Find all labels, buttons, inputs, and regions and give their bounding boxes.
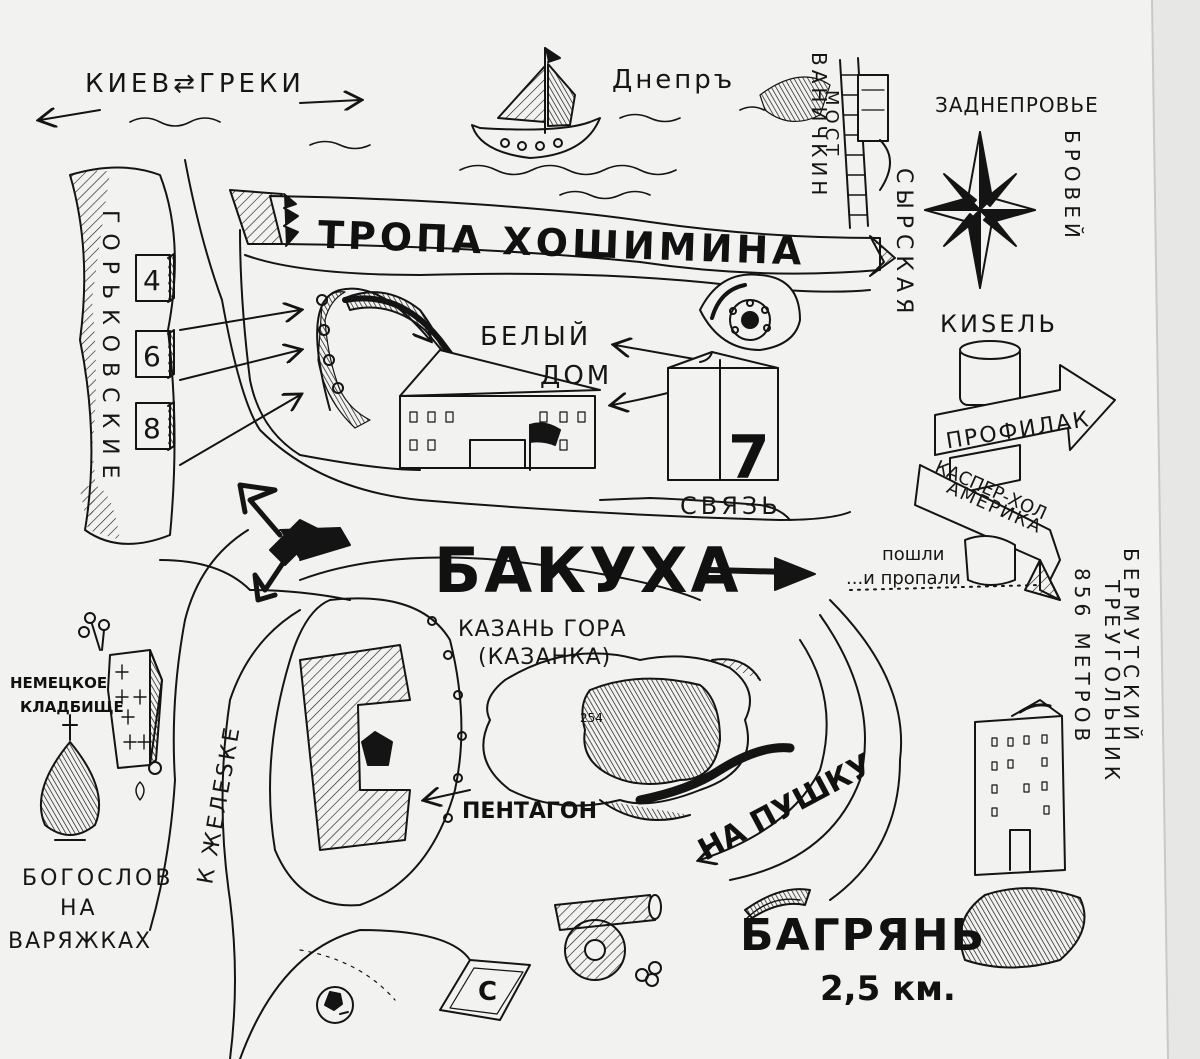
gorkovskie-label: ГОРЬКОВСКИЕ	[97, 210, 122, 488]
treugolnik-label: ТРЕУГОЛЬНИК	[1100, 579, 1124, 785]
bermutskii-label: БЕРМУТСКИЙ	[1119, 548, 1143, 746]
pentagon-stadium	[269, 556, 701, 907]
flag-icon	[529, 422, 561, 471]
vanichkin-label: ВАНИЧКИН	[807, 52, 831, 199]
svyaz-number: 7	[728, 423, 770, 493]
bagryan-label: БАГРЯНЬ	[740, 910, 986, 961]
route-arrows	[40, 100, 360, 120]
roads	[149, 159, 871, 1059]
belyi-label: БЕЛЫЙ	[480, 320, 591, 352]
kiev-greki-label: КИЕВ⇄ГРЕКИ	[85, 69, 305, 99]
brovei-label: БРОВЕЙ	[1060, 130, 1084, 243]
kisel-label: КИSЕЛЬ	[940, 310, 1058, 338]
kladbishche-label: КЛАДБИЩЕ	[20, 698, 124, 716]
compass-rose-icon	[924, 131, 1036, 289]
s-sign-label: С	[478, 977, 497, 1007]
river-curve	[700, 599, 903, 901]
distance-label: 2,5 км.	[820, 969, 956, 1009]
church-dome-icon	[39, 714, 101, 841]
waves	[129, 106, 765, 200]
flowers-icon	[78, 612, 110, 651]
varyazhkakh-label: ВАРЯЖКАХ	[8, 929, 152, 954]
profilak-sign	[914, 340, 1116, 601]
cemetery	[39, 612, 163, 841]
bakukha-label: БАКУХА	[434, 534, 742, 607]
i-propali-label: ...и пропали	[846, 568, 961, 589]
gorkovskie-dorms	[69, 166, 176, 545]
kazanka-label: (КАЗАНКА)	[478, 645, 611, 670]
pentagon-label: ПЕНТАГОН	[462, 799, 597, 824]
kazan-gora-lake	[482, 652, 795, 821]
dorm-6-label: 6	[143, 340, 161, 373]
elevation-label: 254	[580, 711, 603, 725]
vanichkin-bridge	[759, 57, 891, 229]
bakukha-arrows	[237, 482, 1041, 603]
na-label: НА	[60, 896, 98, 921]
football-icon	[316, 986, 354, 1024]
siryrskaya-label: СЫРСКАЯ	[891, 168, 916, 319]
dorm-4-label: 4	[143, 264, 161, 297]
tropa-banner	[229, 189, 896, 277]
poshli-label: пошли	[882, 544, 944, 565]
kazan-gora-label: КАЗАНЬ ГОРА	[458, 617, 627, 642]
dom-label: ДОМ	[540, 361, 612, 391]
nemetskoe-label: НЕМЕЦКОЕ	[10, 674, 107, 692]
svyaz-building	[667, 273, 801, 481]
white-house-building	[316, 291, 601, 471]
rotary-phone-icon	[699, 273, 801, 351]
cannon-icon	[239, 894, 662, 1059]
svyaz-label: СВЯЗЬ	[680, 492, 782, 520]
dorm-8-label: 8	[143, 412, 161, 445]
bermuda-building	[959, 699, 1086, 969]
most-label: МОСТ	[821, 90, 842, 159]
bagryan-shading	[744, 888, 811, 921]
dnepr-label: Днепръ	[612, 65, 735, 95]
zadneprovye-label: ЗАДНЕПРОВЬЕ	[935, 93, 1099, 117]
bogoslov-label: БОГОСЛОВ	[22, 866, 173, 891]
sailboat-icon	[471, 47, 601, 159]
metrov-label: 856 МЕТРОВ	[1070, 568, 1094, 746]
